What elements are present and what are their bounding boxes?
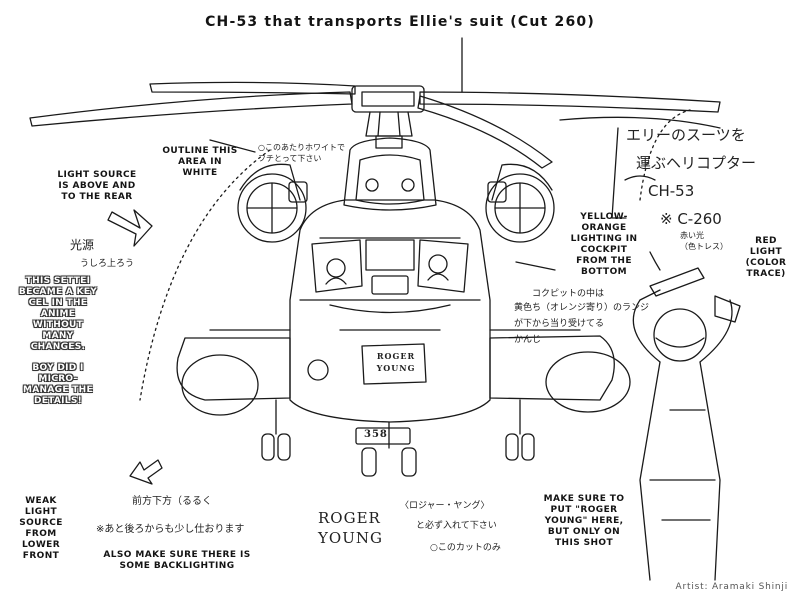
pointer-line-cockpit xyxy=(515,261,556,271)
label-backlighting: Also make sure there is some backlightin… xyxy=(103,550,251,571)
page-title: CH-53 that transports Ellie's suit (Cut … xyxy=(205,14,595,30)
label-cockpit-lighting: Yellow-orange lighting in cockpit from t… xyxy=(570,212,638,277)
side-note: This settei became a key cel in the anim… xyxy=(18,276,98,417)
jp-white-outline: ○このあたりホワイトで フチとって下さい xyxy=(258,143,345,163)
jp-cockpit3: が下から当り受けてる xyxy=(514,319,605,329)
guide-dots-1 xyxy=(139,149,271,401)
nose-name-text: ROGER YOUNG xyxy=(376,351,416,373)
jp-cockpit1: コクピットの中は xyxy=(532,289,605,299)
jp-cockpit4: かんじ xyxy=(514,335,542,345)
roger-young-handwritten: ROGER YOUNG xyxy=(318,509,383,547)
jp-title-line4: ※ C-260 xyxy=(660,210,722,228)
tail-number-plate xyxy=(355,427,411,445)
marshaller-figure xyxy=(632,267,741,581)
jp-light-dir: うしろ上ろう xyxy=(80,259,135,269)
nose-name-plate xyxy=(361,343,427,385)
rotor-hub xyxy=(351,85,425,149)
light-source-arrow xyxy=(107,209,153,247)
label-red-light: Red light (color trace) xyxy=(745,236,787,279)
note-bracket xyxy=(611,127,627,219)
tail-number-text: 358 xyxy=(364,429,388,440)
side-note-line1: This settei became a key cel in the anim… xyxy=(18,276,98,352)
jp-light-src: 光源 xyxy=(70,238,95,252)
jp-backlight: ※あと後ろからも少し仕おります xyxy=(96,524,245,535)
label-roger-young-note: Make sure to put "Roger Young" here, but… xyxy=(543,494,625,548)
main-fuselage xyxy=(289,199,491,423)
label-light-source: Light source is above and to the rear xyxy=(57,170,137,202)
red-light-wand xyxy=(649,267,705,297)
jp-title-line3: CH-53 xyxy=(648,182,695,200)
side-sponsons xyxy=(176,329,631,416)
cockpit-windows xyxy=(311,239,469,295)
jp-must-put: と必ず入れて下さい xyxy=(416,521,497,531)
landing-gear xyxy=(261,399,535,477)
label-weak-light: Weak light source from lower front xyxy=(19,496,63,561)
rotor-blades xyxy=(29,81,721,169)
side-note-line2: Boy did I micro-manage the details! xyxy=(23,363,93,406)
jp-title-line1: エリーのスーツを xyxy=(626,126,746,144)
pointer-line-outline xyxy=(209,139,256,153)
jp-red-light: 赤い光 （色トレス） xyxy=(680,231,728,251)
weak-light-arrow xyxy=(129,459,163,485)
label-outline-white: Outline this area in white xyxy=(162,146,238,178)
jp-cockpit2: 黄色ち（オレンジ寄り）のランジ xyxy=(514,303,650,313)
jp-roger: 〈ロジャー・ヤング〉 xyxy=(400,501,490,511)
jp-this-cut: ○このカットのみ xyxy=(430,543,501,553)
upper-fuselage xyxy=(343,137,437,211)
jp-title-line2: 運ぶヘリコプター xyxy=(636,154,757,172)
engine-pods xyxy=(237,163,555,243)
jp-front-low: 前方下方（るるく xyxy=(132,496,212,507)
artist-credit: Artist: Aramaki Shinji xyxy=(675,582,788,592)
nose-headlight xyxy=(307,359,329,381)
